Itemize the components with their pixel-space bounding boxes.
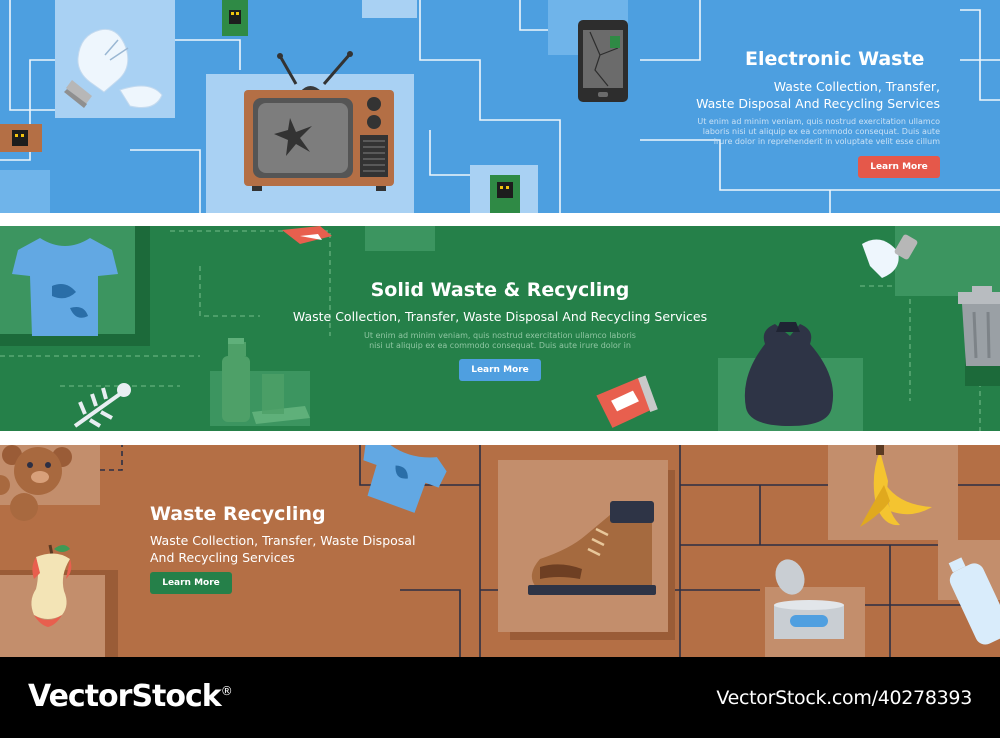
trash-can-icon xyxy=(958,286,1000,366)
solid-waste-description: Ut enim ad minim veniam, quis nostrud ex… xyxy=(0,331,1000,351)
electronic-waste-description: Ut enim ad minim veniam, quis nostrud ex… xyxy=(697,117,940,147)
description-line: Ut enim ad minim veniam, quis nostrud ex… xyxy=(697,117,940,126)
description-line: Ut enim ad minim veniam, quis nostrud ex… xyxy=(364,331,636,340)
electronic-waste-subtitle: Waste Collection, Transfer, Waste Dispos… xyxy=(696,78,940,112)
tin-can-icon xyxy=(774,559,844,639)
tshirt-icon xyxy=(12,238,118,336)
solid-waste-title: Solid Waste & Recycling xyxy=(370,279,630,301)
waste-recycling-learn-more-button[interactable]: Learn More xyxy=(150,572,232,594)
subtitle-line: And Recycling Services xyxy=(150,550,295,565)
glass-bottle-icon xyxy=(222,338,250,422)
banana-panel xyxy=(828,445,958,540)
lightbulb-icon xyxy=(64,28,163,109)
electronic-waste-banner: Electronic Waste Waste Collection, Trans… xyxy=(0,0,1000,213)
waste-recycling-artwork xyxy=(0,445,1000,657)
solid-waste-subtitle: Waste Collection, Transfer, Waste Dispos… xyxy=(292,309,708,324)
vectorstock-logo: VectorStock® xyxy=(28,679,233,714)
soda-can-icon xyxy=(596,375,658,428)
watermark-footer: VectorStock® VectorStock.com/40278393 xyxy=(0,657,1000,738)
lightbulb-icon xyxy=(862,234,918,278)
circuit-chip-icon xyxy=(222,0,248,36)
solid-waste-artwork xyxy=(0,226,1000,431)
subtitle-line: Waste Collection, Transfer, xyxy=(773,79,940,94)
subtitle-line: Waste Collection, Transfer, Waste Dispos… xyxy=(150,533,416,548)
registered-mark: ® xyxy=(220,684,233,698)
description-line: irure dolor in reprehenderit in voluptat… xyxy=(713,137,940,146)
solid-waste-banner: Solid Waste & Recycling Waste Collection… xyxy=(0,226,1000,431)
teddy-bear-icon xyxy=(0,445,72,521)
banana-peel-icon xyxy=(860,445,932,527)
subtitle-line: Waste Disposal And Recycling Services xyxy=(696,96,940,111)
waste-recycling-title: Waste Recycling xyxy=(150,503,326,525)
apple-core-icon xyxy=(31,544,72,627)
glass-bottle-icon xyxy=(252,374,310,424)
plastic-bottle-icon xyxy=(948,557,1000,645)
fish-bone-icon xyxy=(73,383,131,428)
trash-bag-icon xyxy=(744,322,834,426)
boot-icon xyxy=(528,501,656,595)
description-line: laboris nisi ut aliquip ex ea commodo co… xyxy=(702,127,940,136)
electronic-waste-artwork xyxy=(0,0,1000,213)
circuit-chip-icon xyxy=(0,124,42,152)
electronic-waste-learn-more-button[interactable]: Learn More xyxy=(858,156,940,178)
solid-waste-learn-more-button[interactable]: Learn More xyxy=(459,359,541,381)
description-line: nisi ut aliquip ex ea commodo consequat.… xyxy=(369,341,631,350)
circuit-chip-icon xyxy=(490,175,520,213)
waste-recycling-banner: Waste Recycling Waste Collection, Transf… xyxy=(0,445,1000,657)
old-tv-icon xyxy=(244,51,394,191)
brand-name: VectorStock xyxy=(28,679,222,714)
smartphone-icon xyxy=(578,20,628,102)
soda-can-icon xyxy=(282,226,332,244)
waste-recycling-subtitle: Waste Collection, Transfer, Waste Dispos… xyxy=(150,532,415,566)
tshirt-icon xyxy=(363,445,447,513)
electronic-waste-title: Electronic Waste xyxy=(745,48,925,70)
vectorstock-url: VectorStock.com/40278393 xyxy=(716,687,972,709)
